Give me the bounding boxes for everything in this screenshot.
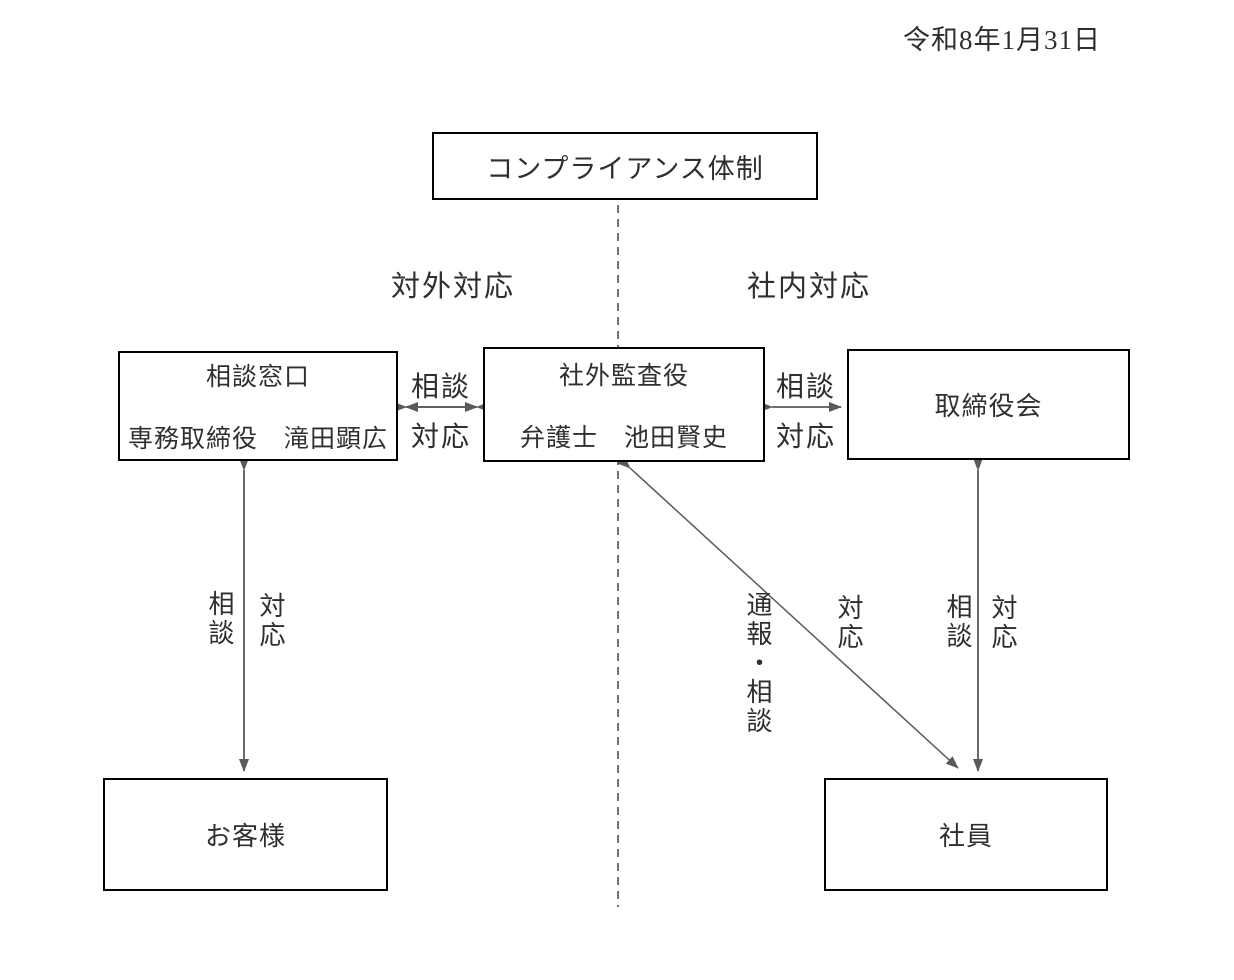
title-box-label: コンプライアンス体制 [486, 153, 764, 184]
node-outside-auditor: 社外監査役 弁護士 池田賢史 [483, 347, 765, 462]
edge-label-desk-auditor-taio: 対応 [410, 422, 471, 453]
arrow-auditor-employees-diagonal [617, 456, 959, 769]
node-employees: 社員 [824, 778, 1108, 891]
node-consultation-desk: 相談窓口 専務取締役 滝田顕広 [118, 351, 398, 461]
document-date: 令和8年1月31日 [903, 25, 1101, 55]
edge-label-desk-auditor-sodan: 相談 [410, 372, 471, 403]
edge-label-employees-board-taio: 対応 [988, 594, 1017, 652]
outside-auditor-title: 社外監査役 [558, 362, 689, 390]
edge-label-customers-desk-sodan: 相談 [205, 590, 234, 648]
section-label-external: 対外対応 [391, 271, 516, 303]
consultation-desk-title: 相談窓口 [205, 364, 310, 391]
edge-label-employees-board-sodan: 相談 [943, 593, 972, 651]
edge-label-auditor-employees-tsuho-sodan: 通報・相談 [743, 591, 772, 736]
outside-auditor-person: 弁護士 池田賢史 [519, 424, 728, 452]
section-label-internal: 社内対応 [747, 271, 872, 303]
customers-label: お客様 [204, 822, 286, 851]
node-customers: お客様 [103, 778, 388, 891]
node-board-of-directors: 取締役会 [847, 349, 1130, 460]
edge-label-auditor-board-taio: 対応 [775, 422, 836, 453]
board-of-directors-label: 取締役会 [934, 392, 1043, 421]
edge-label-auditor-board-sodan: 相談 [775, 372, 836, 403]
employees-label: 社員 [938, 822, 993, 851]
edge-label-auditor-employees-taio: 対応 [834, 594, 863, 652]
edge-label-customers-desk-taio: 対応 [256, 592, 285, 650]
consultation-desk-person: 専務取締役 滝田顕広 [127, 426, 388, 453]
title-box: コンプライアンス体制 [432, 132, 818, 200]
